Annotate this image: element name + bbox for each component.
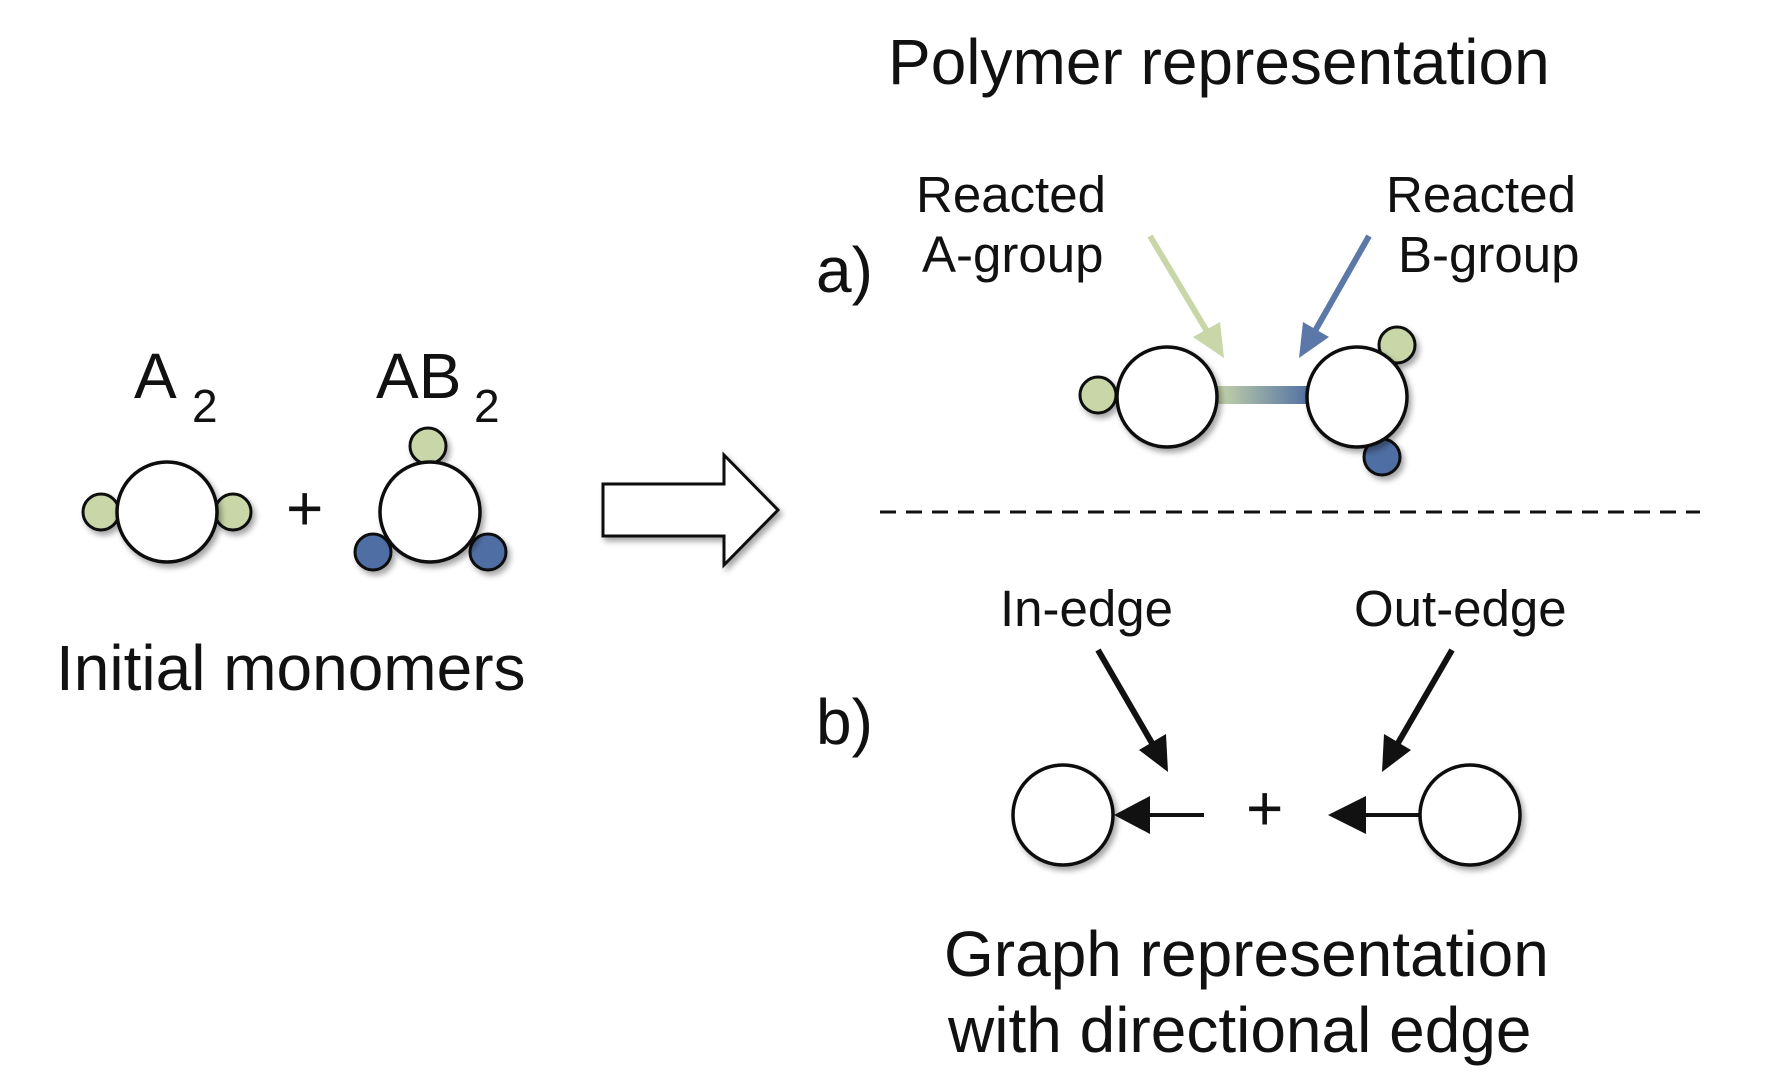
- reacted-b-group-pointer: [1299, 234, 1372, 358]
- reacted-a-group-line2: A-group: [922, 226, 1103, 283]
- a2-ring: [115, 460, 219, 564]
- in-edge-arrowhead: [1114, 796, 1150, 834]
- reaction-arrow: [601, 451, 781, 569]
- monomer-plus-sign: +: [286, 472, 323, 544]
- ab2-group-top: [408, 426, 448, 466]
- reacted-dimer: [1078, 325, 1417, 477]
- dimer-left-ring: [1115, 345, 1219, 449]
- ab2-group-bottom-left: [353, 532, 393, 572]
- graph-caption-line1: Graph representation: [944, 918, 1549, 990]
- graph-right-node: [1418, 763, 1522, 867]
- a2-group-right: [213, 492, 253, 532]
- in-edge-label: In-edge: [1000, 580, 1173, 637]
- out-edge-pointer: [1382, 648, 1455, 772]
- polymer-representation-title: Polymer representation: [888, 26, 1550, 98]
- a2-group-left: [81, 492, 121, 532]
- a2-monomer: A 2: [81, 340, 253, 564]
- ab2-ring: [378, 460, 482, 564]
- reacted-a-group-line1: Reacted: [916, 166, 1106, 223]
- graph-node-right: [1328, 763, 1522, 867]
- a2-label-subscript: 2: [192, 380, 218, 432]
- out-edge-label: Out-edge: [1354, 580, 1567, 637]
- reacted-a-group-pointer: [1147, 234, 1224, 358]
- initial-monomers-caption: Initial monomers: [56, 632, 526, 704]
- dimer-right-ring: [1305, 345, 1409, 449]
- out-edge-arrowhead: [1328, 796, 1366, 834]
- panel-b-label: b): [816, 686, 873, 758]
- ab2-label-subscript: 2: [474, 380, 500, 432]
- graph-node-left: [1011, 763, 1204, 867]
- dimer-left-free-a-group: [1078, 375, 1118, 415]
- ab2-group-bottom-right: [468, 532, 508, 572]
- reacted-b-group-line1: Reacted: [1386, 166, 1576, 223]
- graph-left-node: [1011, 763, 1115, 867]
- panel-a-label: a): [816, 234, 873, 306]
- graph-caption-line2: with directional edge: [947, 994, 1531, 1066]
- in-edge-pointer: [1095, 648, 1168, 772]
- ab2-monomer: AB 2: [353, 340, 508, 572]
- ab2-label-base: AB: [376, 340, 461, 412]
- dimer-right-free-a-group: [1377, 325, 1417, 365]
- reacted-b-group-line2: B-group: [1398, 226, 1579, 283]
- a2-label-base: A: [134, 340, 177, 412]
- graph-plus-sign: +: [1246, 772, 1283, 844]
- reacted-bond: [1215, 386, 1311, 404]
